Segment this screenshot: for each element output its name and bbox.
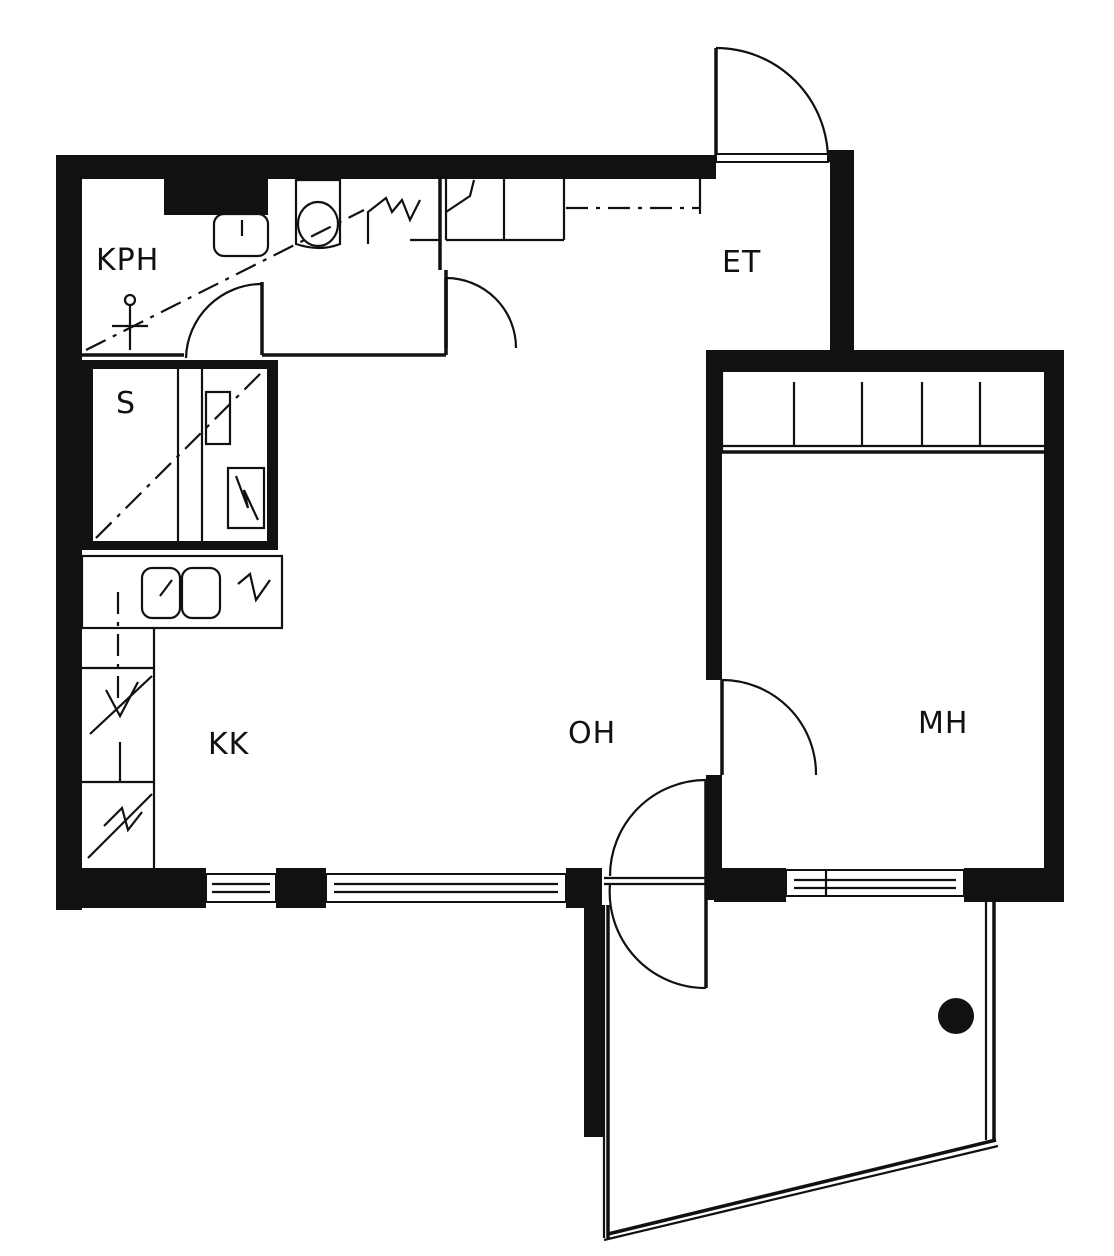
- windows: [205, 869, 965, 903]
- window-oh: [325, 873, 567, 903]
- room-label-oh: OH: [568, 716, 616, 751]
- room-label-kk: KK: [208, 727, 250, 762]
- doors: [184, 46, 830, 990]
- window-mh: [785, 869, 965, 897]
- interior-walls: [82, 176, 448, 550]
- room-label-kph: KPH: [96, 243, 159, 278]
- exterior-walls: [56, 150, 1064, 1137]
- et-closets: [444, 176, 702, 242]
- window-kk: [205, 873, 277, 903]
- room-labels: KPH ET S KK OH MH: [96, 243, 968, 762]
- balcony: [602, 900, 999, 1242]
- room-label-et: ET: [722, 245, 761, 280]
- room-label-s: S: [116, 386, 136, 421]
- room-label-mh: MH: [918, 706, 968, 741]
- balcony-post-icon: [938, 998, 974, 1034]
- kitchen-fixtures: [80, 554, 284, 868]
- mh-wardrobes: [720, 372, 1044, 454]
- bathroom-fixtures: [85, 178, 440, 351]
